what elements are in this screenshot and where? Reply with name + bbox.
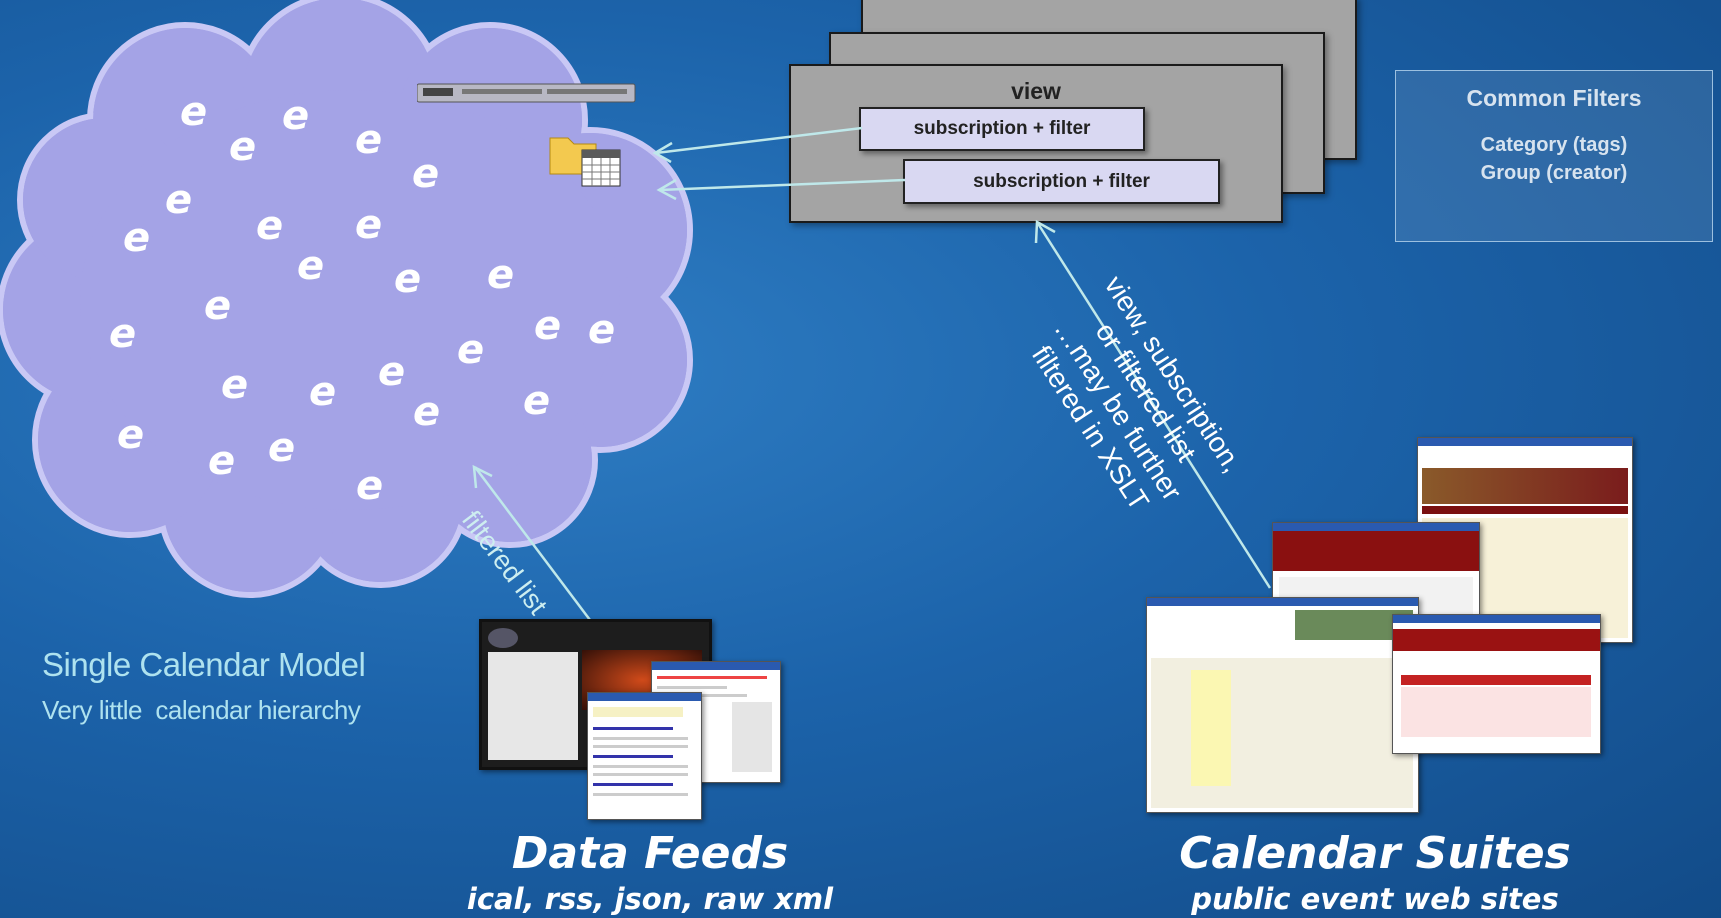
data-feeds-subtitle: ical, rss, json, raw xml (466, 882, 834, 916)
event-glyph: e (221, 362, 249, 408)
subscription-filter-box: subscription + filter (903, 159, 1220, 204)
calendar-suites-title: Calendar Suites (1179, 828, 1571, 879)
event-glyph: e (204, 283, 232, 329)
subscription-filter-box: subscription + filter (859, 107, 1145, 151)
suite-screenshot-events (1392, 614, 1601, 754)
event-glyph: e (487, 252, 515, 298)
arrow-feeds-to-cloud (474, 466, 591, 621)
event-glyph: e (378, 349, 406, 395)
event-glyph: e (208, 438, 236, 484)
event-glyph: e (534, 303, 562, 349)
event-glyph: e (282, 93, 310, 139)
event-glyph: e (413, 389, 441, 435)
event-glyph: e (117, 412, 145, 458)
event-glyph: e (180, 89, 208, 135)
event-glyph: e (355, 202, 383, 248)
event-glyph: e (165, 177, 193, 223)
arrow-subscription-to-cloud (655, 126, 863, 155)
event-glyph: e (256, 203, 284, 249)
event-glyph: e (457, 327, 485, 373)
event-glyph: e (123, 215, 151, 261)
event-glyph: e (523, 378, 551, 424)
model-subtitle: Very little calendar hierarchy (42, 695, 361, 725)
model-title: Single Calendar Model (42, 646, 366, 683)
view-title: view (1011, 78, 1061, 104)
arrow-subscription-to-cloud (659, 178, 906, 192)
event-glyph: e (229, 124, 257, 170)
event-glyph: e (412, 151, 440, 197)
common-filters-title: Common Filters (1466, 85, 1642, 111)
filter-item: Group (creator) (1480, 162, 1628, 184)
suite-screenshot-rensselaer (1146, 597, 1419, 813)
calendar-cloud (0, 0, 693, 598)
event-glyph: e (356, 463, 384, 509)
event-glyph: e (588, 307, 616, 353)
filter-item: Category (tags) (1480, 134, 1628, 156)
calendar-folder-icon (549, 137, 621, 187)
common-filters-box: Common Filters Category (tags) Group (cr… (1395, 70, 1713, 242)
server-icon (417, 83, 636, 103)
event-glyph: e (268, 425, 296, 471)
calendar-suites-subtitle: public event web sites (1191, 882, 1559, 916)
feed-page-screenshot (587, 692, 702, 820)
arrow-suites-to-view (1035, 221, 1272, 589)
event-glyph: e (309, 369, 337, 415)
event-glyph: e (297, 243, 325, 289)
data-feeds-title: Data Feeds (511, 828, 789, 879)
event-glyph: e (355, 117, 383, 163)
event-glyph: e (109, 311, 137, 357)
event-glyph: e (394, 256, 422, 302)
